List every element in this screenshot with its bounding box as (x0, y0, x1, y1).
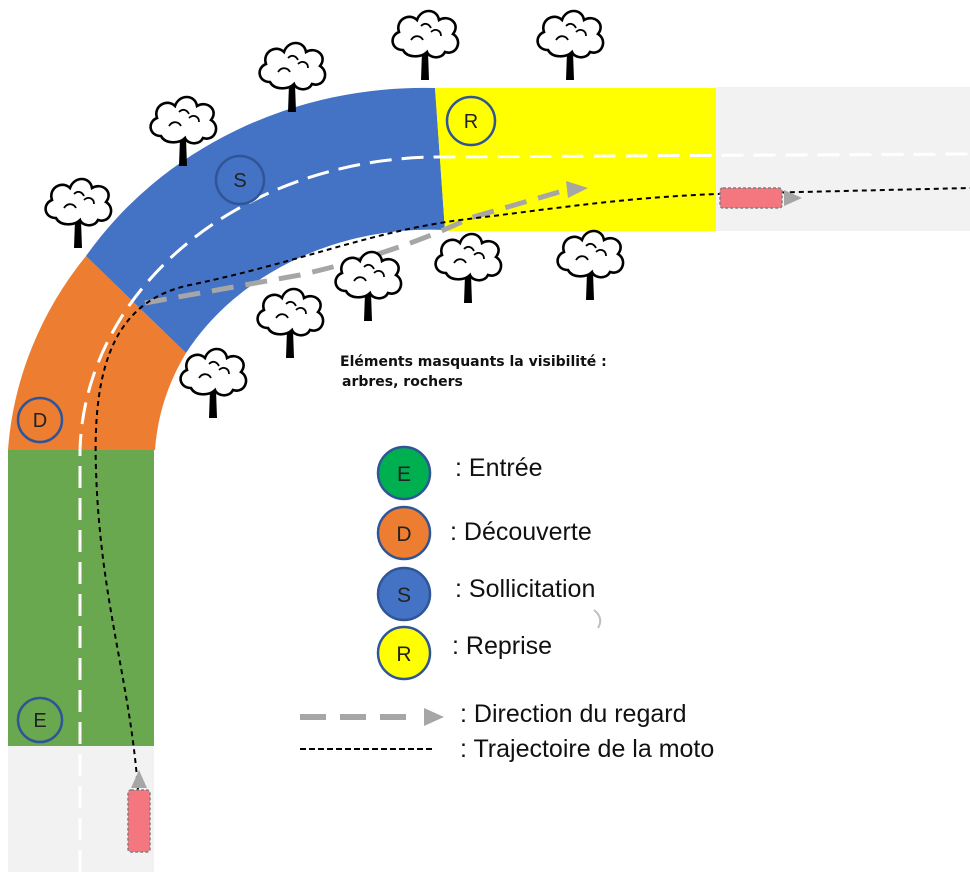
gaze-direction-path (144, 187, 567, 306)
svg-text:R: R (396, 643, 411, 666)
tree-icon (556, 229, 625, 302)
zone-marker-decouverte: D (16, 396, 64, 444)
svg-text:: Trajectoire de la moto: : Trajectoire de la moto (460, 735, 714, 763)
svg-text:: Découverte: : Découverte (450, 518, 592, 546)
decorative-arc (593, 609, 602, 629)
legend-item-reprise: R : Reprise (376, 625, 552, 681)
gaze-arrow-icon (424, 708, 444, 726)
trajectory-path (94, 187, 970, 791)
legend-item-entree: E : Entrée (376, 445, 543, 501)
gaze-arrow-icon (566, 181, 588, 198)
motorcycle-icon (127, 770, 151, 853)
svg-text:: Entrée: : Entrée (455, 454, 543, 482)
legend-item-sollicitation: S : Sollicitation (376, 566, 595, 622)
svg-text:E: E (33, 710, 46, 732)
legend: E : Entrée D : Découverte S : Sollicitat… (300, 445, 714, 763)
svg-text:E: E (397, 463, 411, 486)
svg-text:D: D (33, 410, 47, 432)
tree-icon (391, 9, 460, 82)
svg-text:S: S (397, 584, 411, 607)
zone-reprise (435, 88, 716, 231)
zone-marker-sollicitation: S (214, 154, 266, 206)
tree-icon (334, 250, 403, 323)
visibility-note-line1: Eléments masquants la visibilité : (340, 354, 607, 370)
center-line (78, 152, 970, 872)
motorcycle-icon (719, 187, 802, 209)
svg-text:R: R (464, 111, 478, 133)
tree-icon (434, 232, 503, 305)
zone-marker-reprise: R (445, 95, 497, 147)
legend-item-decouverte: D : Découverte (376, 505, 592, 561)
visibility-note: Eléments masquants la visibilité : arbre… (340, 352, 607, 392)
tree-icon (256, 287, 325, 360)
svg-text:S: S (233, 170, 246, 192)
road-end-segment (716, 87, 970, 231)
zone-sollicitation (86, 87, 445, 354)
svg-text:: Reprise: : Reprise (452, 632, 552, 660)
svg-text:D: D (396, 523, 411, 546)
tree-icon (536, 9, 605, 82)
legend-item-trajectory: : Trajectoire de la moto (300, 735, 714, 763)
zone-marker-entree: E (16, 696, 64, 744)
tree-icon (179, 347, 248, 420)
visibility-note-line2: arbres, rochers (342, 374, 463, 390)
legend-item-gaze: : Direction du regard (300, 700, 687, 728)
svg-text:: Sollicitation: : Sollicitation (455, 575, 595, 603)
svg-text:: Direction du regard: : Direction du regard (460, 700, 687, 728)
